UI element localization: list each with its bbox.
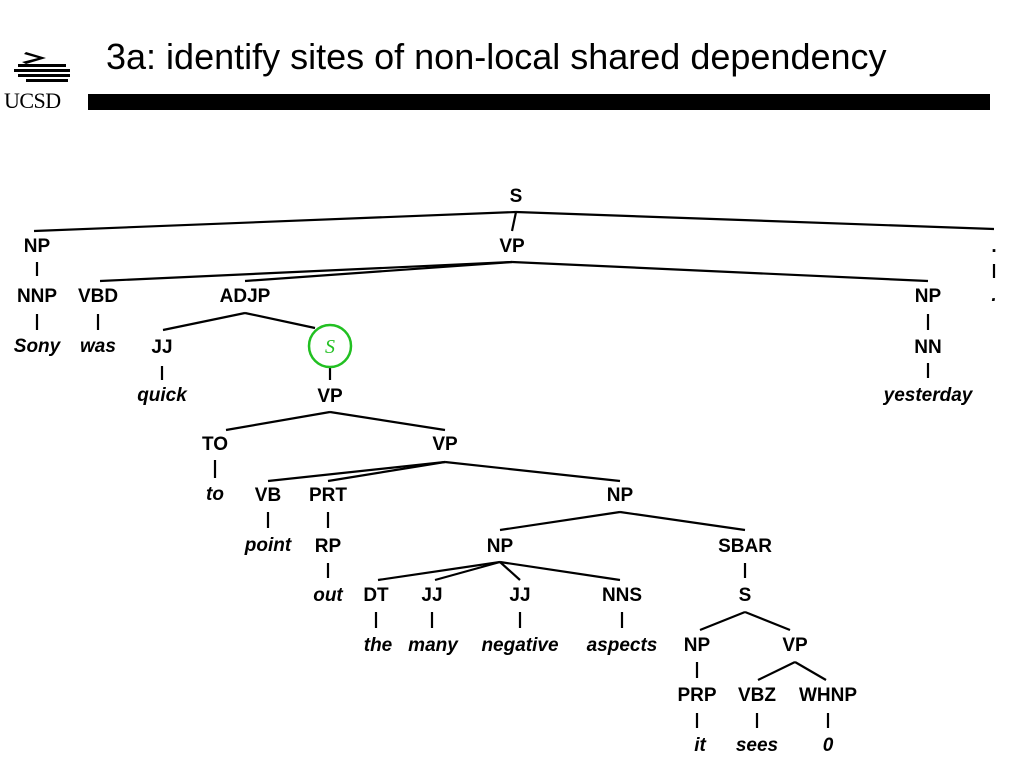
logo-text: UCSD: [4, 88, 61, 113]
tree-edge: [499, 560, 621, 582]
tree-edge: [444, 460, 621, 483]
ucsd-logo-icon: [14, 52, 70, 82]
slide-title: 3a: identify sites of non-local shared d…: [106, 36, 887, 77]
tree-node-VBD: VBD: [78, 286, 118, 307]
tree-edge: [244, 260, 513, 283]
tree-node-VP: VP: [432, 434, 458, 455]
tree-edge: [267, 460, 446, 483]
tree-node-NP: NP: [607, 485, 634, 506]
tree-edge: [511, 260, 929, 283]
tree-node-VB: VB: [255, 485, 281, 506]
tree-word-it: it: [694, 735, 706, 756]
tree-edge: [757, 661, 796, 681]
tree-word-point: point: [244, 535, 292, 556]
tree-edge: [510, 211, 518, 232]
tree-node-PRT: PRT: [309, 485, 347, 506]
tree-edge: [33, 210, 517, 233]
tree-edge: [99, 260, 513, 283]
tree-node-NN: NN: [914, 337, 941, 358]
tree-edge: [377, 560, 501, 582]
tree-node-NP: NP: [487, 536, 514, 557]
tree-words: Sony was quick yesterday to point out th…: [14, 285, 997, 756]
tree-word-many: many: [408, 635, 459, 656]
tree-node-S: S: [510, 186, 523, 207]
tree-edge: [619, 510, 746, 532]
tree-word-sony: Sony: [14, 336, 62, 357]
tree-edge: [434, 560, 501, 582]
tree-node-NP: NP: [915, 286, 942, 307]
tree-word-was: was: [80, 336, 116, 357]
tree-word-sees: sees: [736, 735, 778, 756]
tree-edge: [329, 410, 446, 432]
tree-edge: [225, 410, 331, 432]
tree-word-aspects: aspects: [587, 635, 658, 656]
tree-word-punct: .: [991, 285, 996, 306]
tree-word-negative: negative: [481, 635, 559, 656]
tree-node-VBZ: VBZ: [738, 685, 776, 706]
tree-node-NNP: NNP: [17, 286, 57, 307]
tree-node-ADJP: ADJP: [220, 286, 271, 307]
title-underline-bar: [88, 94, 990, 110]
tree-node-RP: RP: [315, 536, 342, 557]
tree-edge: [162, 311, 246, 332]
tree-node-VP: VP: [499, 236, 525, 257]
tree-node-JJ: JJ: [151, 337, 172, 358]
tree-node-WHNP: WHNP: [799, 685, 857, 706]
tree-edge: [515, 210, 995, 231]
tree-node-DT: DT: [363, 585, 389, 606]
tree-node-JJ: JJ: [421, 585, 442, 606]
tree-edge: [499, 561, 521, 581]
tree-word-zero: 0: [823, 735, 834, 756]
tree-node-VP: VP: [782, 635, 808, 656]
tree-edge: [327, 460, 446, 483]
tree-node-NP: NP: [24, 236, 51, 257]
tree-edge: [744, 610, 791, 632]
tree-word-the: the: [364, 635, 393, 656]
tree-edge: [794, 661, 827, 681]
tree-node-NNS: NNS: [602, 585, 642, 606]
tree-labels: S NP VP NNP VBD ADJP NP JJ NN VP TO VP V…: [17, 186, 997, 706]
marker-circle: [307, 323, 353, 369]
tree-node-PRP: PRP: [677, 685, 716, 706]
tree-node-VP: VP: [317, 386, 343, 407]
tree-edge: [499, 510, 621, 532]
tree-word-out: out: [313, 585, 343, 606]
tree-node-SBAR: SBAR: [718, 536, 772, 557]
tree-edges: [33, 210, 996, 728]
tree-edge: [244, 311, 316, 330]
shared-dependency-marker: S: [307, 323, 353, 369]
tree-word-yesterday: yesterday: [883, 385, 974, 406]
tree-node-punct: .: [991, 236, 996, 257]
tree-node-TO: TO: [202, 434, 228, 455]
tree-node-NP: NP: [684, 635, 711, 656]
tree-node-S: S: [739, 585, 752, 606]
marker-label: S: [325, 336, 335, 358]
tree-edge: [699, 610, 746, 632]
tree-node-JJ: JJ: [509, 585, 530, 606]
tree-word-quick: quick: [137, 385, 188, 406]
tree-word-to: to: [206, 484, 224, 505]
